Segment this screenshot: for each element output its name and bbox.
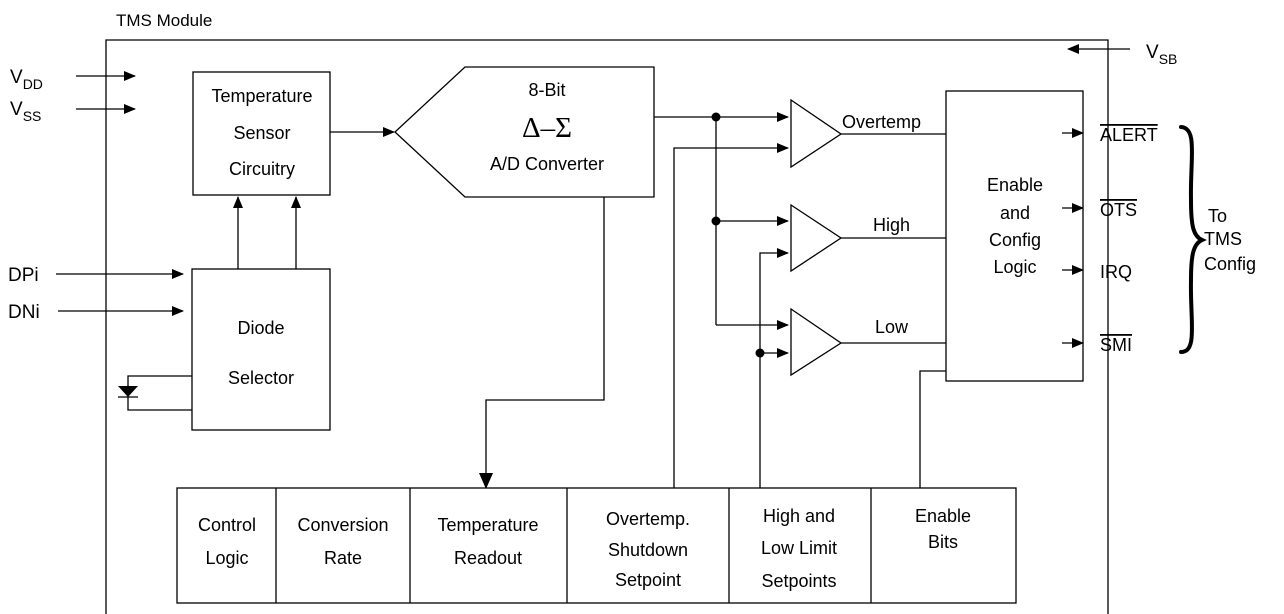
svg-text:Control: Control	[198, 515, 256, 535]
register-enable-bits: Enable Bits	[915, 506, 971, 552]
svg-text:Shutdown: Shutdown	[608, 540, 688, 560]
vss-pin: VSS	[10, 99, 136, 124]
irq-output: IRQ	[1062, 262, 1132, 282]
svg-text:IRQ: IRQ	[1100, 262, 1132, 282]
register-control-logic: Control Logic	[198, 515, 256, 568]
svg-text:To: To	[1208, 206, 1227, 226]
svg-text:Logic: Logic	[993, 257, 1036, 277]
svg-text:Diode: Diode	[237, 318, 284, 338]
svg-text:VSB: VSB	[1146, 42, 1177, 67]
enable-config-logic-block: Enable and Config Logic	[945, 90, 1084, 382]
svg-text:ALERT: ALERT	[1100, 125, 1158, 145]
svg-text:Overtemp: Overtemp	[842, 112, 921, 132]
svg-text:Config: Config	[1204, 254, 1256, 274]
enable-bits-line	[919, 370, 946, 488]
register-bank	[176, 487, 1017, 604]
svg-text:Sensor: Sensor	[233, 123, 290, 143]
svg-text:High and: High and	[763, 506, 835, 526]
curly-brace-icon	[1179, 125, 1207, 354]
svg-text:Temperature: Temperature	[437, 515, 538, 535]
svg-text:DNi: DNi	[8, 302, 40, 323]
svg-text:Overtemp.: Overtemp.	[606, 509, 690, 529]
register-limit-setpoints: High and Low Limit Setpoints	[761, 506, 837, 591]
svg-text:and: and	[1000, 203, 1030, 223]
svg-text:A/D Converter: A/D Converter	[490, 154, 604, 174]
to-tms-config-label: To TMS Config	[1204, 206, 1256, 274]
svg-text:Setpoints: Setpoints	[761, 571, 836, 591]
svg-text:Selector: Selector	[228, 368, 294, 388]
svg-text:TMS: TMS	[1204, 229, 1242, 249]
ots-output: OTS	[1062, 200, 1137, 220]
svg-text:VSS: VSS	[10, 99, 41, 124]
svg-text:Logic: Logic	[205, 548, 248, 568]
low-comparator: Low	[790, 307, 946, 377]
svg-text:Circuitry: Circuitry	[229, 159, 295, 179]
limit-junction	[755, 348, 765, 358]
svg-text:Bits: Bits	[928, 532, 958, 552]
svg-text:Conversion: Conversion	[297, 515, 388, 535]
smi-output: SMI	[1062, 335, 1132, 355]
limit-setpoint-line-high	[759, 248, 789, 488]
svg-text:Enable: Enable	[987, 175, 1043, 195]
register-overtemp-shutdown: Overtemp. Shutdown Setpoint	[606, 509, 690, 590]
dpi-input: DPi	[8, 265, 184, 286]
adc-block: 8-Bit Δ–Σ A/D Converter	[394, 66, 655, 198]
svg-text:Setpoint: Setpoint	[615, 570, 681, 590]
overtemp-setpoint-line	[673, 143, 789, 488]
diode-icon	[118, 375, 192, 411]
overtemp-comparator: Overtemp	[790, 98, 946, 169]
svg-text:OTS: OTS	[1100, 200, 1137, 220]
register-conversion-rate: Conversion Rate	[297, 515, 388, 568]
temperature-sensor-block: Temperature Sensor Circuitry	[192, 71, 331, 196]
svg-text:8-Bit: 8-Bit	[528, 80, 565, 100]
svg-text:Rate: Rate	[324, 548, 362, 568]
vsb-pin: VSB	[1067, 42, 1177, 67]
vdd-pin: VDD	[10, 67, 136, 92]
svg-text:Readout: Readout	[454, 548, 522, 568]
svg-text:Config: Config	[989, 230, 1041, 250]
module-border	[105, 39, 1109, 614]
svg-text:Enable: Enable	[915, 506, 971, 526]
svg-text:Δ–Σ: Δ–Σ	[522, 112, 572, 144]
svg-text:Low Limit: Low Limit	[761, 538, 837, 558]
svg-text:Low: Low	[875, 317, 909, 337]
high-comparator: High	[790, 203, 946, 273]
alert-output: ALERT	[1062, 125, 1158, 145]
svg-text:SMI: SMI	[1100, 335, 1132, 355]
adc-to-readout-arrow	[479, 197, 605, 489]
svg-text:High: High	[873, 215, 910, 235]
dni-input: DNi	[8, 302, 184, 323]
module-title: TMS Module	[116, 11, 212, 30]
diode-selector-block: Diode Selector	[191, 268, 331, 431]
svg-text:Temperature: Temperature	[211, 86, 312, 106]
svg-text:VDD: VDD	[10, 67, 43, 92]
register-temperature-readout: Temperature Readout	[437, 515, 538, 568]
svg-text:DPi: DPi	[8, 265, 39, 286]
